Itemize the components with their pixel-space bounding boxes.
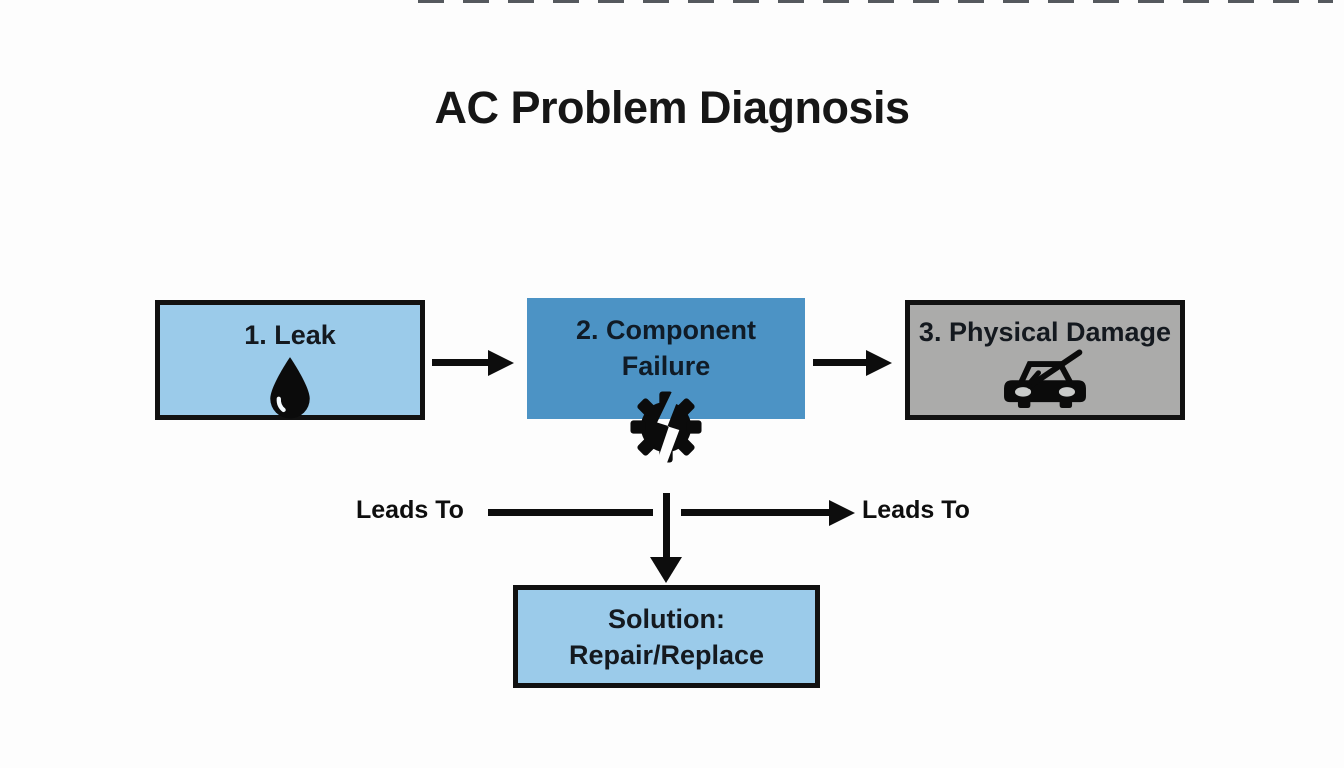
node-component-failure-label: 2. Component Failure <box>576 315 756 381</box>
node-physical-damage-label: 3. Physical Damage <box>918 317 1172 347</box>
damaged-car-icon <box>995 348 1095 408</box>
arrow-down-to-solution-head <box>650 557 682 583</box>
arrow-down-to-solution-line <box>663 493 670 559</box>
connector-right-head <box>829 500 855 526</box>
arrow-leak-to-component-line <box>432 359 490 366</box>
droplet-icon <box>263 355 317 424</box>
leads-to-label-right: Leads To <box>862 496 970 524</box>
node-physical-damage: 3. Physical Damage <box>905 300 1185 420</box>
node-leak: 1. Leak <box>155 300 425 420</box>
node-solution-label: Solution: Repair/Replace <box>568 603 765 670</box>
arrow-component-to-damage-line <box>813 359 868 366</box>
leads-to-label-left: Leads To <box>356 496 464 524</box>
connector-right-line <box>681 509 831 516</box>
node-leak-label: 1. Leak <box>244 320 336 350</box>
node-solution: Solution: Repair/Replace <box>513 585 820 688</box>
broken-gear-icon <box>629 388 703 466</box>
connector-left-line <box>488 509 653 516</box>
arrow-leak-to-component-head <box>488 350 514 376</box>
diagram-title: AC Problem Diagnosis <box>434 82 910 133</box>
node-component-failure: 2. Component Failure <box>527 298 805 463</box>
cropped-text-artifact <box>418 0 1333 3</box>
arrow-component-to-damage-head <box>866 350 892 376</box>
